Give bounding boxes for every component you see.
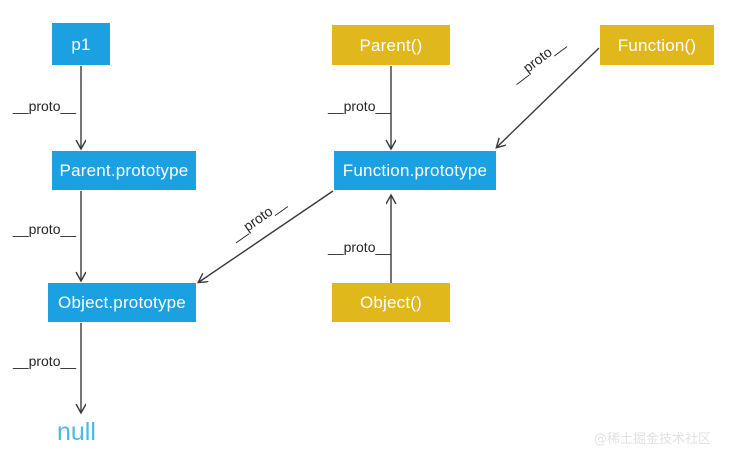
node-function-prototype-label: Function.prototype [342, 161, 488, 180]
edge-label-object-prototype-to-null: __proto__ [13, 353, 77, 369]
edge-label-object-fn-to-function-prototype: __proto__ [328, 239, 392, 255]
node-object-prototype[interactable]: Object.prototype [48, 283, 196, 322]
node-object-function[interactable]: Object() [332, 283, 450, 322]
watermark: @稀土掘金技术社区 [594, 432, 712, 447]
arrow-function-fn-to-function-prototype [497, 47, 600, 147]
edge-label-function-prototype-to-object-prototype: __proto__ [227, 194, 289, 244]
node-parent-prototype[interactable]: Parent.prototype [52, 151, 196, 190]
terminal-null-label: null [57, 418, 96, 446]
node-p1-label: p1 [71, 34, 91, 54]
edge-label-parent-fn-to-function-prototype: __proto__ [328, 98, 392, 114]
node-p1[interactable]: p1 [52, 23, 110, 65]
node-parent-prototype-label: Parent.prototype [59, 161, 189, 180]
node-object-prototype-label: Object.prototype [58, 293, 186, 312]
node-function-function-label: Function() [617, 35, 697, 55]
node-function-function[interactable]: Function() [600, 25, 714, 65]
edge-label-parent-prototype-to-object-prototype: __proto__ [13, 221, 77, 237]
node-object-function-label: Object() [359, 293, 423, 312]
edge-label-function-fn-to-function-prototype: __proto__ [507, 34, 568, 85]
node-function-prototype[interactable]: Function.prototype [334, 151, 496, 190]
node-parent-function[interactable]: Parent() [332, 25, 450, 65]
edge-label-p1-to-parent-prototype: __proto__ [13, 98, 77, 114]
node-parent-function-label: Parent() [359, 35, 423, 55]
